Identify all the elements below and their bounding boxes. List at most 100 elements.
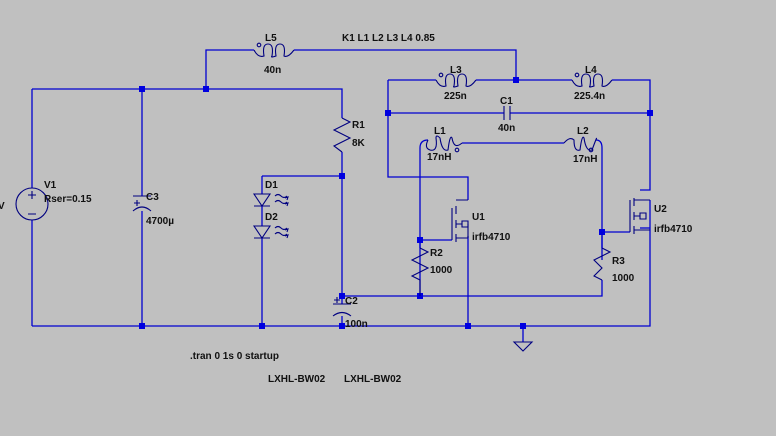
junction-dot <box>203 86 209 92</box>
v1-left-label: V <box>0 201 5 212</box>
l5-name: L5 <box>265 33 277 44</box>
voltage-source-v1[interactable]: V1 Rser=0.15 V <box>0 180 92 221</box>
junctions <box>139 77 653 329</box>
light-emission-icon <box>274 225 289 239</box>
inductor-icon <box>435 73 477 88</box>
wire-bottom-rail[interactable] <box>32 200 651 327</box>
c2-value: 100n <box>345 319 368 330</box>
resistor-icon <box>410 247 430 296</box>
inductor-l4[interactable]: L4 225.4n <box>571 65 613 102</box>
junction-dot <box>339 293 345 299</box>
phase-dot-icon <box>574 72 580 78</box>
junction-dot <box>520 323 526 329</box>
inductor-l2[interactable]: L2 17nH <box>563 126 598 165</box>
inductor-icon <box>563 136 598 151</box>
resistor-r1[interactable]: R1 8K <box>332 117 366 153</box>
l3-name: L3 <box>450 65 462 76</box>
junction-dot <box>465 323 471 329</box>
inductor-icon <box>253 43 295 58</box>
wire-l4-right[interactable] <box>612 79 651 113</box>
wire-gate-bus[interactable] <box>342 280 603 297</box>
c1-value: 40n <box>498 123 515 134</box>
drain-source-icon <box>456 199 469 239</box>
led-d2[interactable]: D2 <box>252 212 289 239</box>
r3-name: R3 <box>612 256 625 267</box>
capacitor-icon <box>503 106 511 120</box>
drain-source-icon <box>634 199 650 231</box>
resistor-r2[interactable]: R2 1000 <box>410 247 453 296</box>
phase-dot-icon <box>256 42 262 48</box>
capacitor-c3[interactable]: C3 4700µ <box>132 192 174 227</box>
r3-value: 1000 <box>612 273 635 284</box>
wire-l1-left[interactable] <box>419 139 429 296</box>
junction-dot <box>513 77 519 83</box>
ground-icon <box>512 341 534 352</box>
junction-dot <box>139 323 145 329</box>
capacitor-c2[interactable]: C2 100n <box>332 296 368 330</box>
capacitor-c1[interactable]: C1 40n <box>498 96 515 134</box>
r2-value: 1000 <box>430 265 453 276</box>
resistor-icon <box>593 247 612 281</box>
c2-name: C2 <box>345 296 358 307</box>
inductor-l5[interactable]: L5 40n <box>253 33 295 76</box>
ground-symbol[interactable] <box>512 341 534 352</box>
u2-name: U2 <box>654 204 667 215</box>
l5-value: 40n <box>264 65 281 76</box>
l3-value: 225n <box>444 91 467 102</box>
wire-l5-left[interactable] <box>205 49 254 89</box>
junction-dot <box>339 323 345 329</box>
led-d1[interactable]: D1 <box>252 180 289 207</box>
c3-value: 4700µ <box>146 216 174 227</box>
body-diode-arrow-icon <box>634 212 647 220</box>
tran-directive[interactable]: .tran 0 1s 0 startup <box>190 351 279 362</box>
junction-dot <box>385 110 391 116</box>
u1-value: irfb4710 <box>472 232 511 243</box>
v1-value: Rser=0.15 <box>44 194 92 205</box>
u2-value: irfb4710 <box>654 224 693 235</box>
r2-name: R2 <box>430 248 443 259</box>
c3-name: C3 <box>146 192 159 203</box>
junction-dot <box>339 173 345 179</box>
wire-tank-right-to-u2[interactable] <box>640 113 651 191</box>
d1-name: D1 <box>265 180 278 191</box>
light-emission-icon <box>274 193 289 207</box>
capacitor-curved-plate-icon <box>332 311 352 317</box>
capacitor-curved-plate-icon <box>132 206 152 212</box>
phase-dot-icon <box>588 147 594 153</box>
l4-value: 225.4n <box>574 91 605 102</box>
wire-l5-right[interactable] <box>294 49 517 80</box>
resistor-r3[interactable]: R3 1000 <box>593 232 635 284</box>
inductor-icon <box>425 135 463 151</box>
mosfet-u2[interactable]: U2 irfb4710 <box>629 198 693 235</box>
inductor-l3[interactable]: L3 225n <box>435 65 477 102</box>
u1-name: U1 <box>472 212 485 223</box>
body-diode-arrow-icon <box>456 220 469 228</box>
phase-dot-icon <box>454 147 460 153</box>
coupling-directive[interactable]: K1 L1 L2 L3 L4 0.85 <box>342 33 435 44</box>
r1-name: R1 <box>352 120 365 131</box>
wires <box>31 49 651 342</box>
wire-l2-right[interactable] <box>595 139 603 260</box>
resistor-icon <box>332 117 352 153</box>
diode-icon <box>252 225 272 239</box>
l1-value: 17nH <box>427 152 451 163</box>
junction-dot <box>417 237 423 243</box>
junction-dot <box>259 323 265 329</box>
l1-name: L1 <box>434 126 446 137</box>
l4-name: L4 <box>585 65 597 76</box>
junction-dot <box>647 110 653 116</box>
wire-top-rail[interactable] <box>32 88 343 118</box>
inductor-l1[interactable]: L1 17nH <box>425 126 463 163</box>
c1-name: C1 <box>500 96 513 107</box>
junction-dot <box>139 86 145 92</box>
polarity-icon <box>28 191 36 215</box>
wire-tank-left-to-u1[interactable] <box>387 80 469 200</box>
voltage-source-icon <box>15 187 49 221</box>
l2-value: 17nH <box>573 154 597 165</box>
mosfet-u1[interactable]: U1 irfb4710 <box>451 199 511 243</box>
plus-icon <box>134 200 140 206</box>
diode-icon <box>252 193 272 207</box>
l2-name: L2 <box>577 126 589 137</box>
r1-value: 8K <box>352 138 366 149</box>
